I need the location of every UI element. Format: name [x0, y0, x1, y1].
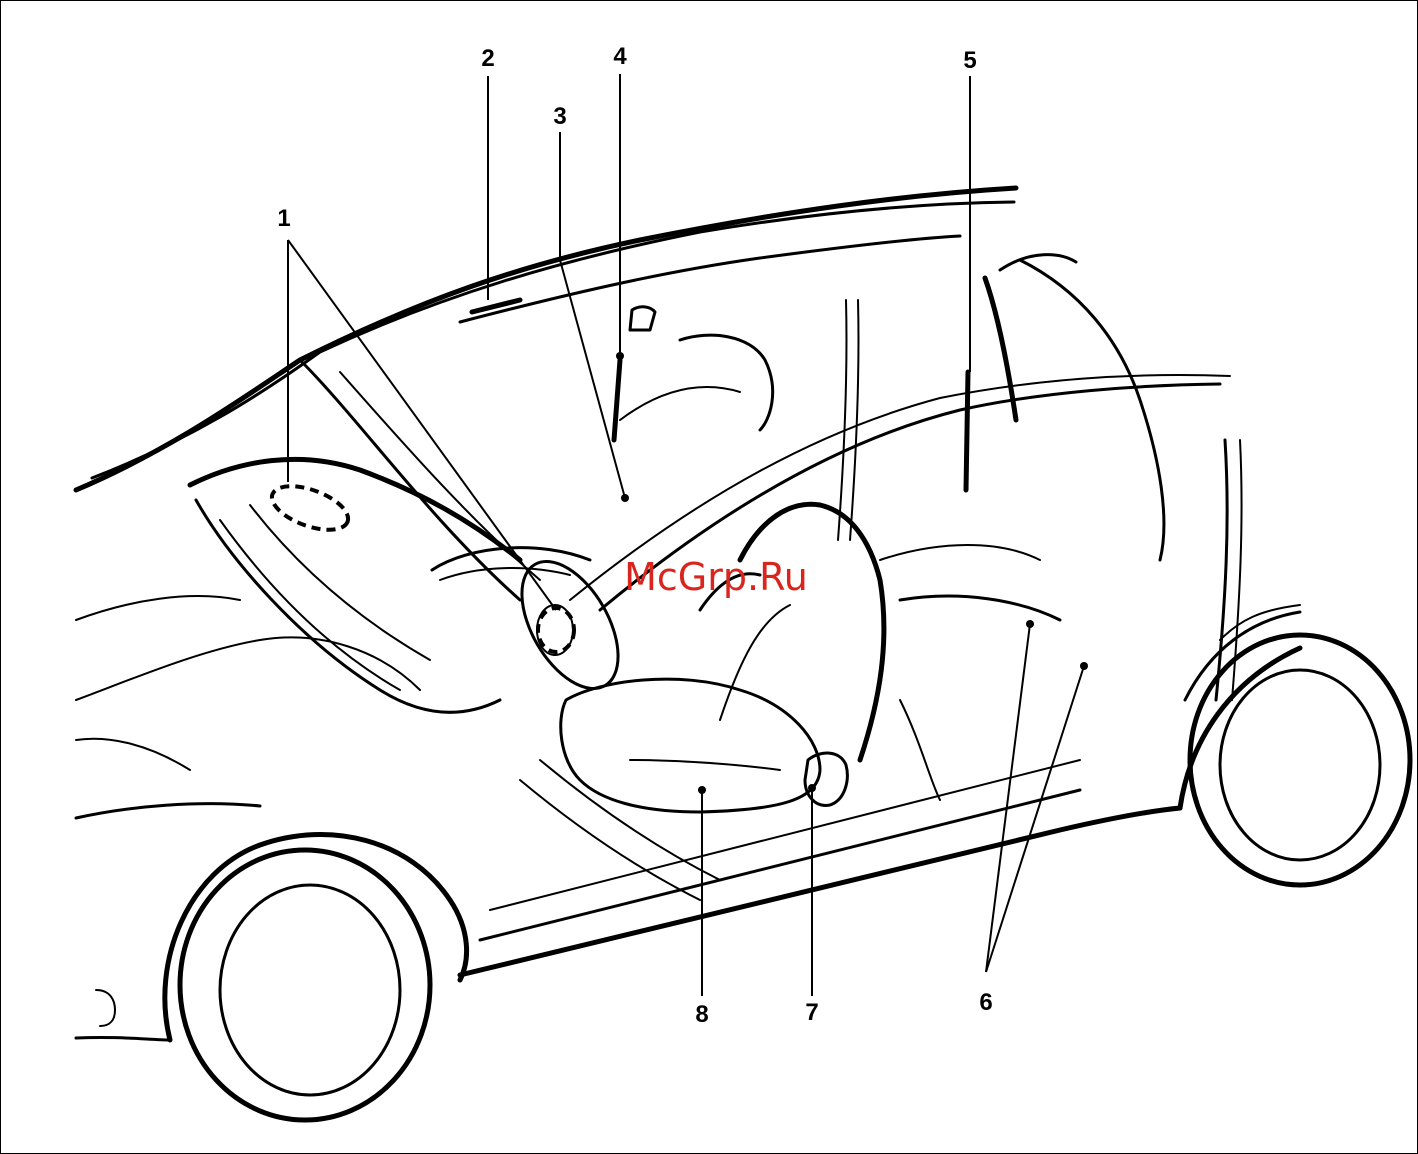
- steering-wheel: [432, 545, 638, 704]
- callout-6: 6: [979, 989, 992, 1016]
- passenger-airbag-location: [266, 477, 353, 538]
- callout-7: 7: [805, 999, 818, 1026]
- callout-3: 3: [553, 103, 566, 130]
- seat-belt-retractor: [805, 300, 859, 805]
- front-door: [570, 375, 1242, 700]
- driver-airbag-location: [538, 608, 574, 652]
- car-body-outline: [76, 188, 1410, 1120]
- front-seat: [561, 504, 884, 812]
- callout-8: 8: [695, 1001, 708, 1028]
- curtain-airbag-strips: [472, 300, 968, 490]
- watermark-text: McGrp.Ru: [624, 555, 808, 599]
- callout-1: 1: [277, 205, 290, 232]
- callout-5: 5: [963, 47, 976, 74]
- callout-4: 4: [613, 43, 627, 70]
- callout-2: 2: [481, 45, 494, 72]
- floor-pan: [520, 700, 940, 900]
